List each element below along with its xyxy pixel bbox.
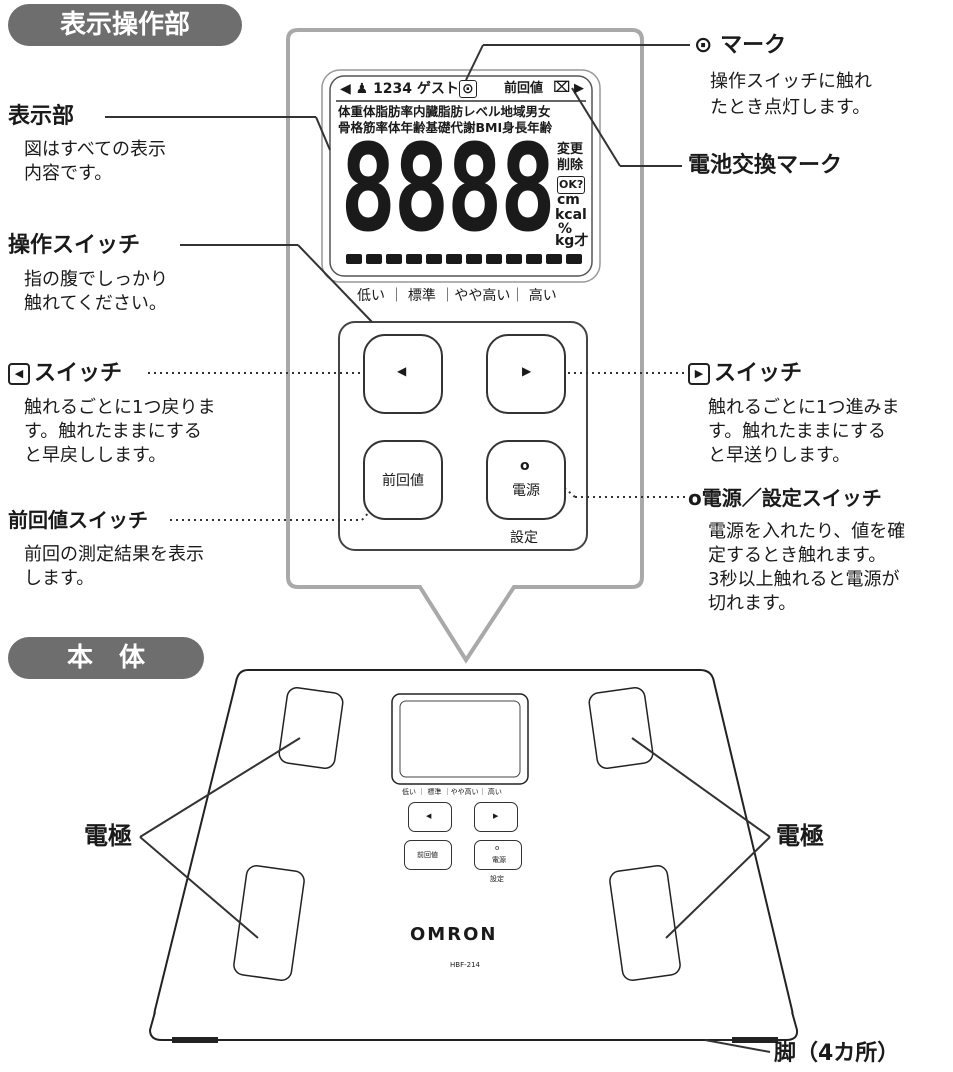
lcd-big-digits: 8888	[340, 120, 556, 259]
electrode-bottom-left	[233, 865, 305, 981]
display-part-desc-2: 内容です。	[24, 163, 113, 184]
lcd-side-6: %	[558, 221, 573, 237]
lcd-side-5: kcal	[555, 207, 587, 223]
power-switch-desc-4: 切れます。	[708, 593, 797, 614]
lcd-side-1: 変更	[557, 142, 584, 157]
lcd-inner	[329, 75, 593, 277]
lcd-right-arrow-icon: ▶	[574, 81, 584, 96]
left-switch-title: ◀スイッチ	[8, 360, 122, 388]
power-button[interactable]: o 電源	[486, 440, 566, 520]
scale-setting-label: 設定	[490, 875, 504, 883]
section-body: 本 体	[8, 637, 204, 679]
lcd-top-left: ◀ ♟ 1234 ゲスト	[340, 81, 459, 97]
model-number: HBF-214	[450, 961, 480, 969]
left-arrow-icon: ◀	[8, 363, 30, 385]
electrode-top-right	[588, 687, 654, 769]
electrode-left-label: 電極	[84, 822, 132, 850]
lcd-side-2: 削除	[557, 158, 584, 173]
scale-power-button[interactable]: o 電源	[474, 840, 522, 870]
display-part-desc-1: 図はすべての表示	[24, 139, 167, 160]
scale-right-arrow-icon: ▶	[493, 812, 499, 820]
right-switch-desc-3: と早送りします。	[708, 445, 851, 466]
right-button[interactable]: ▶	[486, 334, 566, 414]
scale-base	[148, 1011, 799, 1041]
electrode-top-left	[278, 687, 344, 769]
scale-mini-scale-text: 低い ｜ 標準 ｜やや高い｜ 高い	[402, 788, 502, 796]
left-switch-desc-3: と早戻しします。	[24, 445, 167, 466]
right-arrow-icon: ▶	[522, 364, 532, 378]
prev-switch-desc-1: 前回の測定結果を表示	[24, 544, 204, 565]
power-switch-desc-1: 電源を入れたり、値を確	[708, 521, 906, 542]
lcd-row-1: 体重体脂肪率内臓脂肪レベル地域男女	[338, 104, 551, 119]
lcd-scale-text: 低い ｜ 標準 ｜やや高い｜ 高い	[357, 288, 557, 304]
left-button[interactable]: ◀	[363, 334, 443, 414]
right-switch-desc-1: 触れるごとに1つ進みま	[708, 397, 900, 418]
scale-power-dot: o	[495, 844, 500, 852]
prev-switch-title: 前回値スイッチ	[8, 508, 148, 532]
lcd-row-2: 骨格筋率体年齢基礎代謝BMI身長年齢	[338, 120, 553, 135]
switch-part-title: 操作スイッチ	[8, 233, 141, 258]
left-switch-desc-1: 触れるごとに1つ戻りま	[24, 397, 216, 418]
lcd-side-7: kg才	[555, 233, 589, 249]
lcd-prev: 前回値	[504, 81, 544, 96]
setting-label: 設定	[510, 530, 538, 546]
brand-logo: OMRON	[410, 924, 498, 945]
scale-prev-button[interactable]: 前回値	[404, 840, 452, 870]
lcd-side-4: cm	[557, 192, 580, 208]
left-switch-desc-2: す。触れたままにする	[24, 421, 202, 442]
right-switch-title: ▶スイッチ	[688, 360, 802, 388]
battery-icon: ⌧	[553, 78, 571, 96]
prev-button[interactable]: 前回値	[363, 440, 443, 520]
lcd-side-3: OK?	[557, 176, 586, 194]
electrode-right-label: 電極	[776, 822, 824, 850]
scale-right-button[interactable]: ▶	[474, 802, 518, 832]
scale-prev-label: 前回値	[417, 851, 438, 859]
left-arrow-icon: ◀	[397, 364, 407, 378]
lcd-bar-segments	[346, 254, 582, 264]
scale-left-button[interactable]: ◀	[408, 802, 452, 832]
power-dot-icon: o	[520, 458, 530, 474]
right-arrow-icon: ▶	[688, 363, 710, 385]
electrode-bottom-right	[609, 865, 681, 981]
switch-part-desc-1: 指の腹でしっかり	[24, 269, 168, 290]
switch-part-desc-2: 触れてください。	[24, 293, 167, 314]
power-switch-desc-2: 定するとき触れます。	[708, 545, 887, 566]
mark-title: ⊙ マーク	[694, 33, 787, 58]
power-button-label: 電源	[512, 483, 540, 499]
prev-button-label: 前回値	[382, 473, 424, 489]
section-display-ops: 表示操作部	[8, 4, 242, 46]
right-switch-desc-2: す。触れたままにする	[708, 421, 886, 442]
power-switch-title: o電源／設定スイッチ	[688, 486, 882, 510]
lcd-mark-icon: ⊙	[459, 80, 477, 98]
scale-left-arrow-icon: ◀	[426, 812, 432, 820]
prev-switch-desc-2: します。	[24, 568, 95, 589]
battery-title: 電池交換マーク	[688, 153, 843, 178]
power-switch-desc-3: 3秒以上触れると電源が	[708, 569, 900, 590]
scale-power-label: 電源	[492, 856, 506, 864]
mark-desc-2: たとき点灯します。	[710, 97, 871, 118]
mark-desc-1: 操作スイッチに触れ	[710, 71, 872, 92]
feet-label: 脚（4カ所）	[774, 1041, 900, 1066]
display-part-title: 表示部	[8, 104, 75, 129]
